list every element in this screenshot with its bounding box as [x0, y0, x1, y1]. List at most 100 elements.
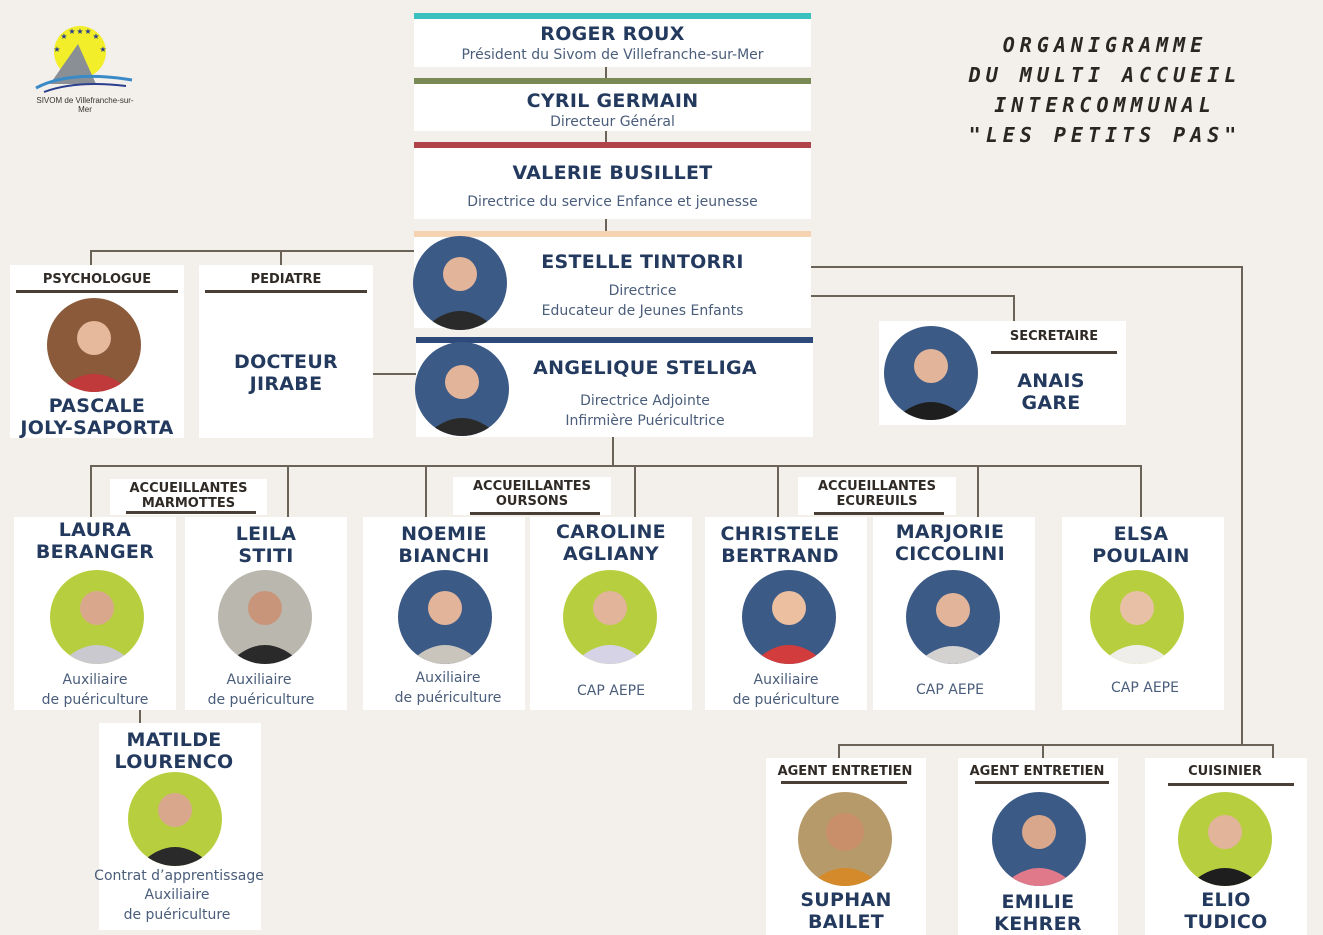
- title-line-3: INTERCOMMUNAL: [994, 93, 1216, 117]
- connector-line: [1140, 465, 1142, 519]
- connector-line: [280, 250, 282, 266]
- label-underline: [781, 781, 907, 784]
- person-name: BIANCHI: [398, 545, 490, 567]
- person-role: CAP AEPE: [1111, 680, 1179, 696]
- person-name: PASCALE: [48, 395, 146, 417]
- avatar: [884, 326, 978, 420]
- role-label: AGENT ENTRETIEN: [777, 764, 913, 779]
- label-underline: [470, 512, 600, 515]
- person-name: BAILET: [807, 911, 885, 933]
- person-name: CYRIL GERMAIN: [526, 90, 699, 112]
- person-role: de puériculture: [41, 692, 149, 708]
- person-role: Directeur Général: [550, 114, 675, 130]
- connector-line: [810, 295, 1015, 297]
- group-label-line: ACCUEILLANTES: [472, 479, 592, 494]
- person-name: CICCOLINI: [895, 543, 1005, 565]
- node-pediatre: [199, 265, 373, 438]
- person-name: BERANGER: [35, 541, 155, 563]
- avatar: [1178, 792, 1272, 886]
- person-role: Auxiliaire: [226, 672, 292, 688]
- person-name: MATILDE: [126, 729, 222, 751]
- logo-caption: SIVOM de Villefranche-sur-Mer: [36, 96, 134, 114]
- person-name: POULAIN: [1092, 545, 1190, 567]
- role-label: AGENT ENTRETIEN: [969, 764, 1105, 779]
- accent-bar: [414, 231, 811, 237]
- role-label: SECRETAIRE: [1009, 329, 1099, 344]
- role-label: PSYCHOLOGUE: [42, 272, 152, 287]
- connector-line: [372, 373, 418, 375]
- person-name: VALERIE BUSILLET: [512, 162, 713, 184]
- accent-bar: [414, 78, 811, 84]
- person-name: STITI: [238, 545, 294, 567]
- connector-line: [605, 66, 607, 82]
- connector-line: [977, 465, 979, 519]
- label-underline: [975, 781, 1109, 784]
- avatar: [128, 772, 222, 866]
- svg-text:★: ★: [99, 45, 106, 54]
- person-name: ELIO: [1201, 889, 1251, 911]
- person-name: ESTELLE TINTORRI: [541, 251, 744, 273]
- person-name: TUDICO: [1184, 911, 1268, 933]
- avatar: [798, 792, 892, 886]
- accent-bar: [414, 13, 811, 19]
- person-name: ANGELIQUE STELIGA: [533, 357, 757, 379]
- connector-line: [777, 465, 779, 519]
- person-name: CAROLINE: [556, 521, 666, 543]
- chart-title: ORGANIGRAMME DU MULTI ACCUEIL INTERCOMMU…: [960, 30, 1250, 150]
- svg-text:★: ★: [53, 45, 60, 54]
- connector-line: [139, 708, 141, 724]
- connector-line: [90, 465, 1142, 467]
- person-role: CAP AEPE: [577, 683, 645, 699]
- person-name: ANAIS: [1017, 370, 1085, 392]
- label-underline: [205, 290, 367, 293]
- connector-line: [1272, 744, 1274, 760]
- title-line-2: DU MULTI ACCUEIL: [968, 63, 1242, 87]
- label-underline: [1168, 783, 1294, 786]
- person-name: KEHRER: [994, 913, 1082, 935]
- title-line-4: "LES PETITS PAS": [968, 123, 1242, 147]
- person-name: MARJORIE: [895, 521, 1005, 543]
- avatar: [1090, 570, 1184, 664]
- svg-text:★: ★: [84, 27, 91, 36]
- svg-text:★: ★: [60, 32, 67, 41]
- person-name: LAURA: [58, 519, 132, 541]
- person-role: Infirmière Puéricultrice: [565, 413, 725, 429]
- person-role: Auxiliaire: [62, 672, 128, 688]
- person-role: Directrice Adjointe: [580, 393, 710, 409]
- connector-line: [634, 465, 636, 519]
- person-name: NOEMIE: [401, 523, 487, 545]
- person-role: de puériculture: [394, 690, 502, 706]
- connector-line: [425, 465, 427, 519]
- avatar: [563, 570, 657, 664]
- group-label-line: MARMOTTES: [141, 496, 236, 511]
- avatar: [398, 570, 492, 664]
- person-role: de puériculture: [123, 907, 231, 923]
- group-label-line: ACCUEILLANTES: [817, 479, 937, 494]
- connector-line: [605, 218, 607, 232]
- person-name: ELSA: [1113, 523, 1169, 545]
- person-role: CAP AEPE: [916, 682, 984, 698]
- avatar: [906, 570, 1000, 664]
- person-role: Auxiliaire: [415, 670, 481, 686]
- svg-text:★: ★: [68, 27, 75, 36]
- avatar: [218, 570, 312, 664]
- logo-graphic: ★ ★ ★ ★ ★ ★ ★: [35, 26, 133, 93]
- person-name: GARE: [1021, 392, 1081, 414]
- person-name: CHRISTELE: [720, 523, 840, 545]
- connector-line: [1241, 266, 1243, 746]
- avatar: [47, 298, 141, 392]
- connector-line: [1042, 744, 1044, 760]
- avatar: [415, 342, 509, 436]
- svg-text:★: ★: [92, 32, 99, 41]
- person-name: AGLIANY: [563, 543, 659, 565]
- role-label: PEDIATRE: [250, 272, 322, 287]
- group-label-oursons: ACCUEILLANTES OURSONS: [453, 477, 611, 515]
- accent-bar: [414, 142, 811, 148]
- connector-line: [1013, 295, 1015, 323]
- group-label-line: ECUREUILS: [836, 494, 918, 509]
- connector-line: [90, 465, 92, 519]
- person-name: SUPHAN: [800, 889, 892, 911]
- svg-text:★: ★: [76, 27, 83, 36]
- label-underline: [991, 351, 1117, 354]
- node-president: ROGER ROUX Président du Sivom de Villefr…: [414, 13, 811, 67]
